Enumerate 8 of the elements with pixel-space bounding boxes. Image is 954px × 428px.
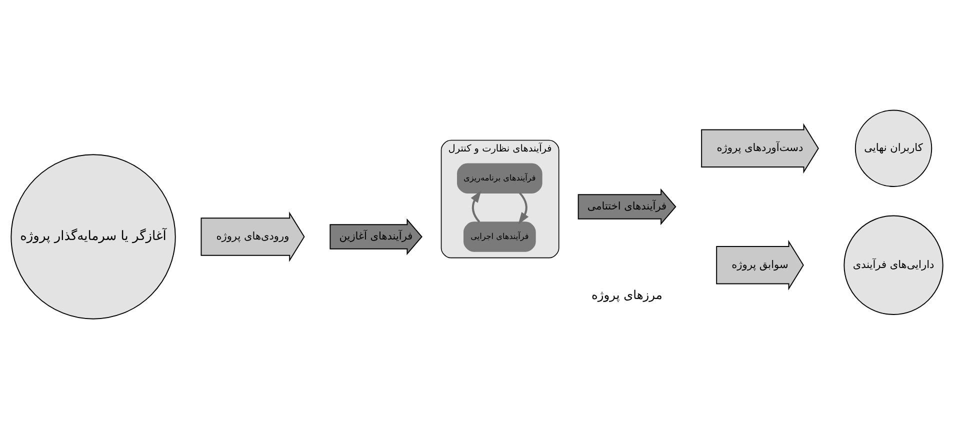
node-circle: دارایی‌های فرآیندی	[844, 214, 944, 314]
node-box: فرآیندهای اجرایی	[463, 221, 536, 252]
node-circle: آغازگر یا سرمایه‌گذار پروژه	[10, 154, 176, 319]
label: مرزهای پروژه	[592, 287, 662, 302]
arrow	[518, 192, 529, 224]
node-circle: کاربران نهایی	[854, 109, 932, 186]
arrow	[470, 190, 482, 222]
node-box: فرآیندهای برنامه‌ریزی	[457, 162, 542, 193]
